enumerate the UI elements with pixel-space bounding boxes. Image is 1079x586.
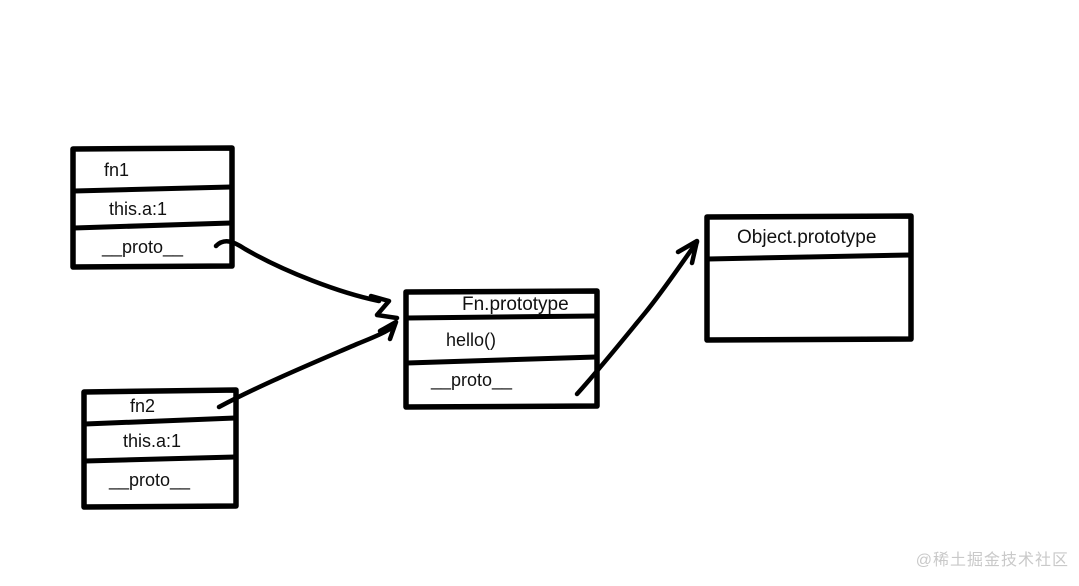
fn-prototype-method: hello() (446, 330, 497, 350)
arrowhead-fn2-to-fn-prototype (377, 319, 399, 342)
fn1-property: this.a:1 (109, 199, 168, 219)
fn2-box-outline (81, 387, 239, 510)
fn-prototype-divider-2 (404, 354, 599, 366)
fn1-divider-2 (71, 220, 234, 231)
arrowhead-fn-prototype-proto-to-object-prototype (675, 238, 700, 266)
watermark: @稀土掘金技术社区 (915, 552, 1069, 569)
fn2-divider-2 (82, 454, 238, 464)
object-prototype-title: Object.prototype (737, 227, 877, 248)
object-prototype-divider-1 (705, 252, 913, 262)
fn-prototype-box-outline (403, 288, 600, 410)
fn2-divider-1 (82, 415, 238, 427)
fn1-title: fn1 (104, 160, 130, 180)
fn1-proto-slot: __proto__ (102, 237, 184, 257)
arrowhead-fn1-proto-to-fn-prototype (368, 293, 400, 321)
arrow-fn2-to-fn-prototype (216, 323, 397, 410)
fn2-proto-slot: __proto__ (109, 470, 191, 490)
fn-prototype-title: Fn.prototype (462, 294, 569, 315)
arrow-fn-prototype-proto-to-object-prototype (574, 239, 700, 397)
fn-prototype-proto-slot: __proto__ (431, 370, 513, 390)
fn-prototype-divider-1 (404, 313, 599, 321)
arrow-fn1-proto-to-fn-prototype (213, 239, 382, 304)
fn1-divider-1 (71, 184, 234, 194)
fn2-property: this.a:1 (123, 431, 182, 451)
fn2-title: fn2 (130, 396, 156, 416)
object-prototype-box-outline (704, 213, 914, 343)
